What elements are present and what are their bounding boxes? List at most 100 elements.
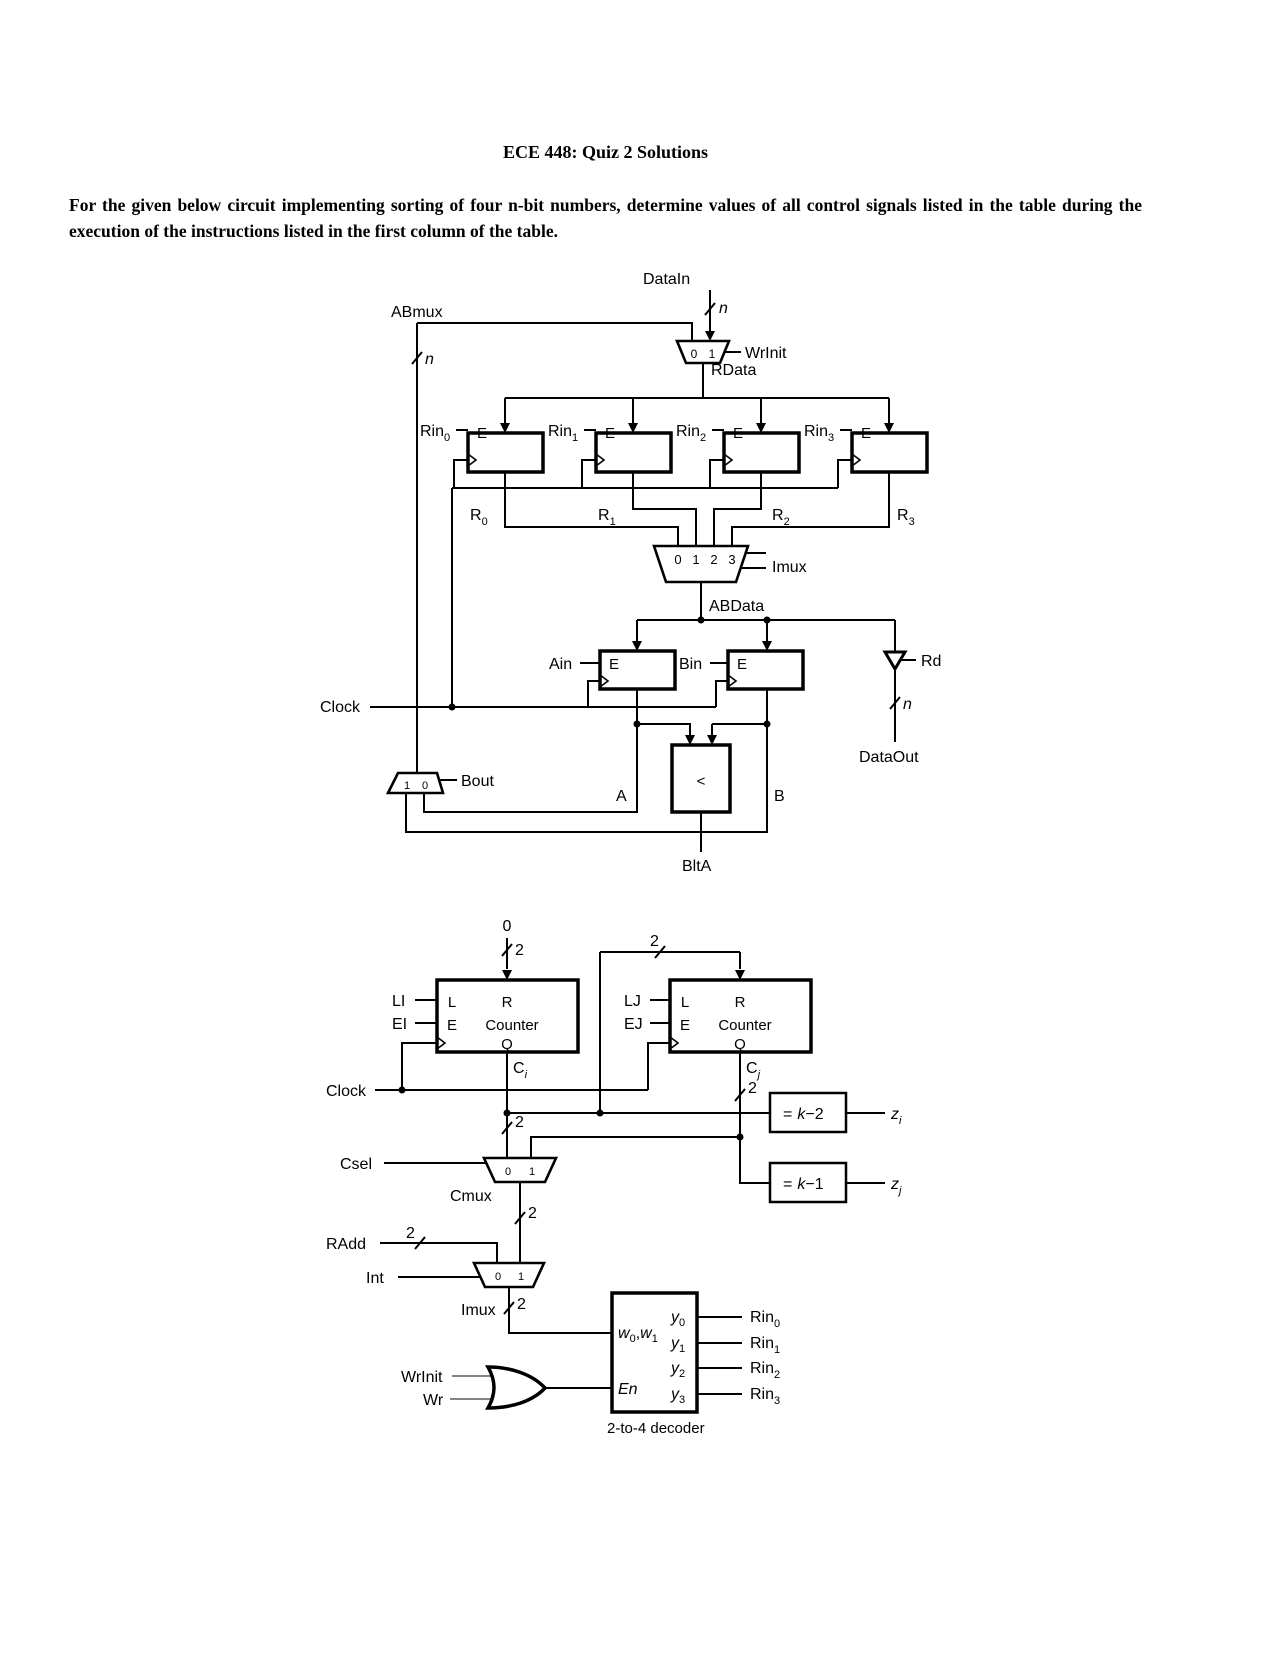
bout-mux-input1: 1: [404, 780, 410, 792]
zi-label: zi: [890, 1106, 902, 1127]
int-mux-input1: 1: [518, 1271, 524, 1283]
bin-label: Bin: [679, 656, 702, 673]
decoder-caption: 2-to-4 decoder: [607, 1420, 705, 1437]
r3-output-label: R3: [897, 507, 915, 528]
or-gate: [484, 1365, 548, 1410]
imux-input2: 2: [710, 552, 717, 567]
wrinit-input-label: WrInit: [401, 1369, 443, 1386]
counter-j: [668, 978, 813, 1054]
y3-port: y3: [670, 1386, 685, 1406]
constant-zero-label: 0: [503, 918, 512, 935]
counter-i-l-port: L: [448, 994, 456, 1011]
imux-input3: 3: [728, 552, 735, 567]
counter-i-load-width: 2: [515, 942, 524, 959]
counter-j-load-width: 2: [650, 933, 659, 950]
rin1-output-label: Rin1: [750, 1335, 780, 1356]
ei-label: EI: [392, 1016, 407, 1033]
r0-enable-port: E: [477, 425, 487, 442]
register-r3: [850, 431, 929, 474]
y2-port: y2: [670, 1360, 685, 1380]
rin2-label: Rin2: [676, 423, 706, 444]
a-register: [598, 649, 677, 691]
r1-enable-port: E: [605, 425, 615, 442]
cmux-input0: 0: [505, 1166, 511, 1178]
ci-bus-width: 2: [515, 1114, 524, 1131]
bus-width-slashes: [411, 302, 901, 1315]
radd-bus-width: 2: [406, 1225, 415, 1242]
top-circuit-wires: [370, 290, 916, 852]
cmux-input1: 1: [529, 1166, 535, 1178]
rin0-output-label: Rin0: [750, 1309, 780, 1330]
r2-output-label: R2: [772, 507, 790, 528]
int-label: Int: [366, 1270, 384, 1287]
counter-j-l-port: L: [681, 994, 689, 1011]
counter-j-r-port: R: [735, 994, 746, 1011]
or-input-wires: [450, 1375, 492, 1400]
ab-register-clock-chevrons: [599, 674, 738, 688]
eq-k1-box: [768, 1161, 848, 1204]
bout-mux-input0: 0: [422, 780, 428, 792]
datain-width-label: n: [719, 300, 728, 317]
int-mux-input0: 0: [495, 1271, 501, 1283]
register-r0: [466, 431, 545, 474]
rin2-output-label: Rin2: [750, 1360, 780, 1381]
wrinit-mux-input1: 1: [709, 347, 716, 361]
y1-port: y1: [670, 1335, 685, 1355]
cj-bus-width: 2: [748, 1080, 757, 1097]
comparator-a-label: A: [616, 788, 627, 805]
register-r1: [594, 431, 673, 474]
wrinit-mux-input0: 0: [691, 347, 698, 361]
decoder-outputs: y0 y1 y2 y3 Rin0 Rin1 Rin2 Rin3: [670, 1309, 780, 1407]
counter-j-q-port: Q: [734, 1036, 746, 1053]
cmux-mux: [481, 1156, 559, 1184]
rd-tristate-buffer: [882, 650, 908, 672]
wr-input-label: Wr: [423, 1392, 444, 1409]
r3-enable-port: E: [861, 425, 871, 442]
datain-label: DataIn: [643, 271, 690, 288]
rin3-output-label: Rin3: [750, 1386, 780, 1407]
r0-output-label: R0: [470, 507, 488, 528]
decoder-w-inputs: w0,w1: [618, 1325, 658, 1345]
counter-j-e-port: E: [680, 1017, 690, 1034]
ej-label: EJ: [624, 1016, 643, 1033]
imux-input1: 1: [692, 552, 699, 567]
decoder-box: [610, 1291, 699, 1414]
register-clock-chevrons: [467, 453, 862, 467]
imux-input0: 0: [674, 552, 681, 567]
abmux-label: ABmux: [391, 304, 443, 321]
cj-output-label: Cj: [746, 1060, 761, 1081]
imux-output-label: Imux: [461, 1302, 496, 1319]
li-label: LI: [392, 993, 405, 1010]
counter-j-name: Counter: [718, 1017, 771, 1034]
junction-dots: [398, 616, 771, 1141]
dataout-width-label: n: [903, 696, 912, 713]
wrinit-select-label: WrInit: [745, 345, 787, 362]
rd-label: Rd: [921, 653, 941, 670]
clock-label-top: Clock: [320, 699, 361, 716]
decoder-en-port: En: [618, 1381, 638, 1398]
b-enable-port: E: [737, 656, 747, 673]
comparator-box: [670, 743, 732, 814]
radd-label: RAdd: [326, 1236, 366, 1253]
counter-j-clock-chevron: [669, 1036, 680, 1050]
eq-k2-box: [768, 1091, 848, 1134]
imux-select-label: Imux: [772, 559, 807, 576]
abmux-width-label: n: [425, 351, 434, 368]
counter-i-q-port: Q: [501, 1036, 513, 1053]
cmux-bus-width: 2: [528, 1205, 537, 1222]
ain-label: Ain: [549, 656, 572, 673]
abdata-label: ABData: [709, 598, 764, 615]
rin3-label: Rin3: [804, 423, 834, 444]
counter-i-name: Counter: [485, 1017, 538, 1034]
lj-label: LJ: [624, 993, 641, 1010]
imux-mux: [652, 544, 750, 584]
blta-label: BltA: [682, 858, 712, 875]
eq-k1-label: =k−1: [783, 1176, 824, 1193]
less-than-symbol: <: [697, 773, 706, 790]
csel-label: Csel: [340, 1156, 372, 1173]
bottom-circuit-wires: [375, 938, 885, 1389]
rdata-label: RData: [711, 362, 756, 379]
counter-i-clock-chevron: [436, 1036, 447, 1050]
